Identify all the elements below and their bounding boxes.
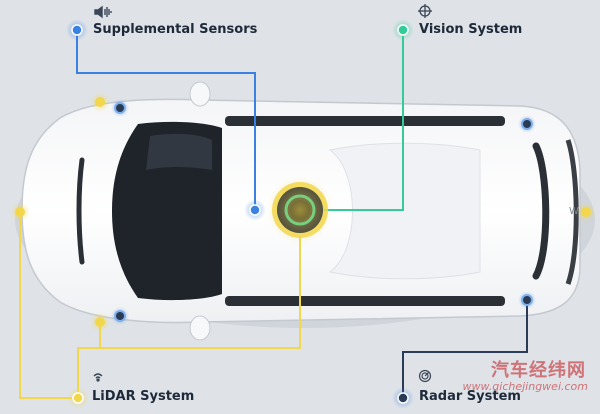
roof-rail-top: [225, 116, 505, 126]
radar-sweep-icon: [418, 369, 432, 383]
roof-sensor-dome: [266, 176, 334, 244]
speaker-wave-icon: [94, 5, 112, 19]
radar-system-label: Radar System: [419, 389, 521, 404]
mirror-bottom: [189, 315, 211, 341]
vision-system-label: Vision System: [419, 22, 523, 37]
lidar-connector-front: [19, 212, 72, 399]
lidar-connector-center: [77, 236, 301, 396]
rear-logo: W: [569, 206, 579, 217]
roof-rail-bottom: [225, 296, 505, 306]
crosshair-icon: [418, 4, 432, 18]
signal-arc-icon: [93, 373, 103, 382]
supplemental-connector: [76, 30, 256, 210]
supplemental-sensors-label: Supplemental Sensors: [93, 22, 258, 37]
lidar-system-label: LiDAR System: [92, 389, 195, 404]
connector-lines: [19, 30, 528, 399]
rear-window: [532, 142, 550, 280]
windshield-reflection: [146, 133, 212, 170]
vision-connector: [300, 30, 404, 211]
watermark-cn: 汽车经纬网: [491, 360, 586, 381]
roof-contour: [328, 142, 481, 280]
mirror-top: [189, 81, 211, 107]
watermark-url: www.qichejingwei.com: [462, 380, 589, 393]
hood-line: [76, 157, 85, 265]
sensor-dots: [10, 19, 596, 409]
radar-connector: [402, 300, 528, 396]
